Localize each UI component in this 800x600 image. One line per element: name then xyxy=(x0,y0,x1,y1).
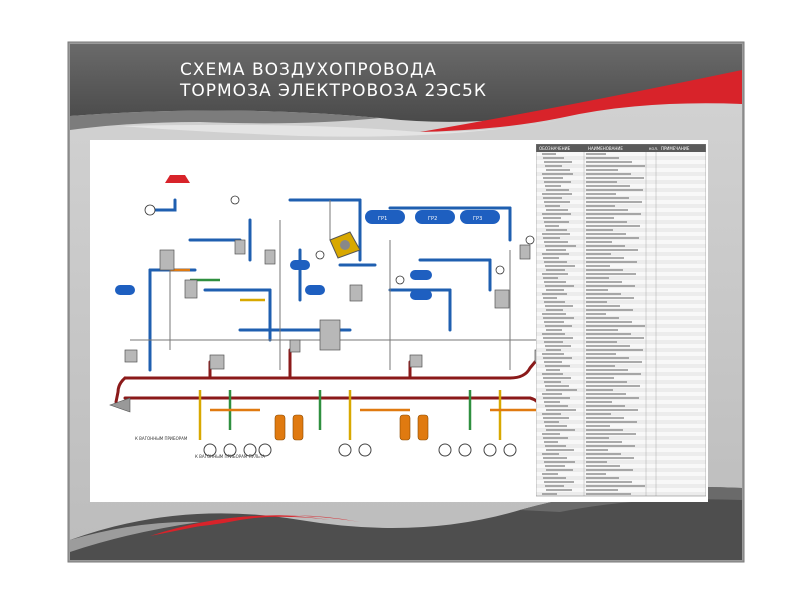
table-row xyxy=(536,216,706,220)
component-table: ОБОЗНАЧЕНИЕ НАИМЕНОВАНИЕ КОЛ. ПРИМЕЧАНИЕ xyxy=(535,143,707,500)
table-row xyxy=(536,376,706,380)
table-row xyxy=(536,240,706,244)
tank-label-3: ГР3 xyxy=(473,216,482,222)
table-row xyxy=(536,300,706,304)
brake-pipe-red xyxy=(114,348,544,410)
pipe-orange xyxy=(170,268,540,412)
table-row xyxy=(536,192,706,196)
tank-label-1: ГР1 xyxy=(378,216,387,222)
main-reservoirs xyxy=(115,210,500,300)
table-row xyxy=(536,400,706,404)
pointer-icon xyxy=(165,175,190,183)
table-row xyxy=(536,180,706,184)
col-header-name: НАИМЕНОВАНИЕ xyxy=(588,146,623,151)
pipe-green xyxy=(190,278,472,430)
horn-icon xyxy=(109,397,131,413)
pressure-gauges xyxy=(144,195,535,285)
top-red-swoosh xyxy=(420,70,742,132)
table-row xyxy=(536,352,706,356)
table-row xyxy=(536,448,706,452)
wheelsets xyxy=(203,443,517,457)
col-header-note: ПРИМЕЧАНИЕ xyxy=(661,146,690,151)
table-row xyxy=(536,316,706,320)
table-row xyxy=(536,288,706,292)
table-row xyxy=(536,152,706,156)
table-row xyxy=(536,340,706,344)
table-row xyxy=(536,464,706,468)
supply-pipe-blue xyxy=(148,198,512,372)
col-header-qty: КОЛ. xyxy=(649,147,658,151)
table-row xyxy=(536,252,706,256)
table-row xyxy=(536,436,706,440)
table-svg: ОБОЗНАЧЕНИЕ НАИМЕНОВАНИЕ КОЛ. ПРИМЕЧАНИЕ xyxy=(535,143,707,497)
table-row xyxy=(536,276,706,280)
col-header-designation: ОБОЗНАЧЕНИЕ xyxy=(539,146,571,151)
table-row xyxy=(536,472,706,476)
pipe-yellow xyxy=(198,298,502,440)
brake-cylinders xyxy=(274,414,429,441)
compressor-icon xyxy=(329,231,361,259)
table-row xyxy=(536,488,706,492)
table-row xyxy=(536,460,706,464)
title-line-1: СХЕМА ВОЗДУХОПРОВОДА xyxy=(180,60,437,80)
table-row xyxy=(536,228,706,232)
tank-label-2: ГР2 xyxy=(428,216,437,222)
table-row xyxy=(536,476,706,480)
table-row xyxy=(536,364,706,368)
table-row xyxy=(536,204,706,208)
table-row xyxy=(536,304,706,308)
table-row xyxy=(536,412,706,416)
table-row xyxy=(536,156,706,160)
table-row xyxy=(536,388,706,392)
table-row xyxy=(536,168,706,172)
table-row xyxy=(536,312,706,316)
title-line-2: ТОРМОЗА ЭЛЕКТРОВОЗА 2ЭС5К xyxy=(180,81,487,101)
table-rows xyxy=(536,152,706,496)
table-row xyxy=(536,264,706,268)
note-left: К ВАГОННЫМ ПРИБОРАМ xyxy=(135,436,188,441)
table-row xyxy=(536,424,706,428)
table-row xyxy=(536,328,706,332)
note-right: К ВАГОННЫМ ПРИБОРАМ ПУЛЬТА xyxy=(195,454,265,459)
